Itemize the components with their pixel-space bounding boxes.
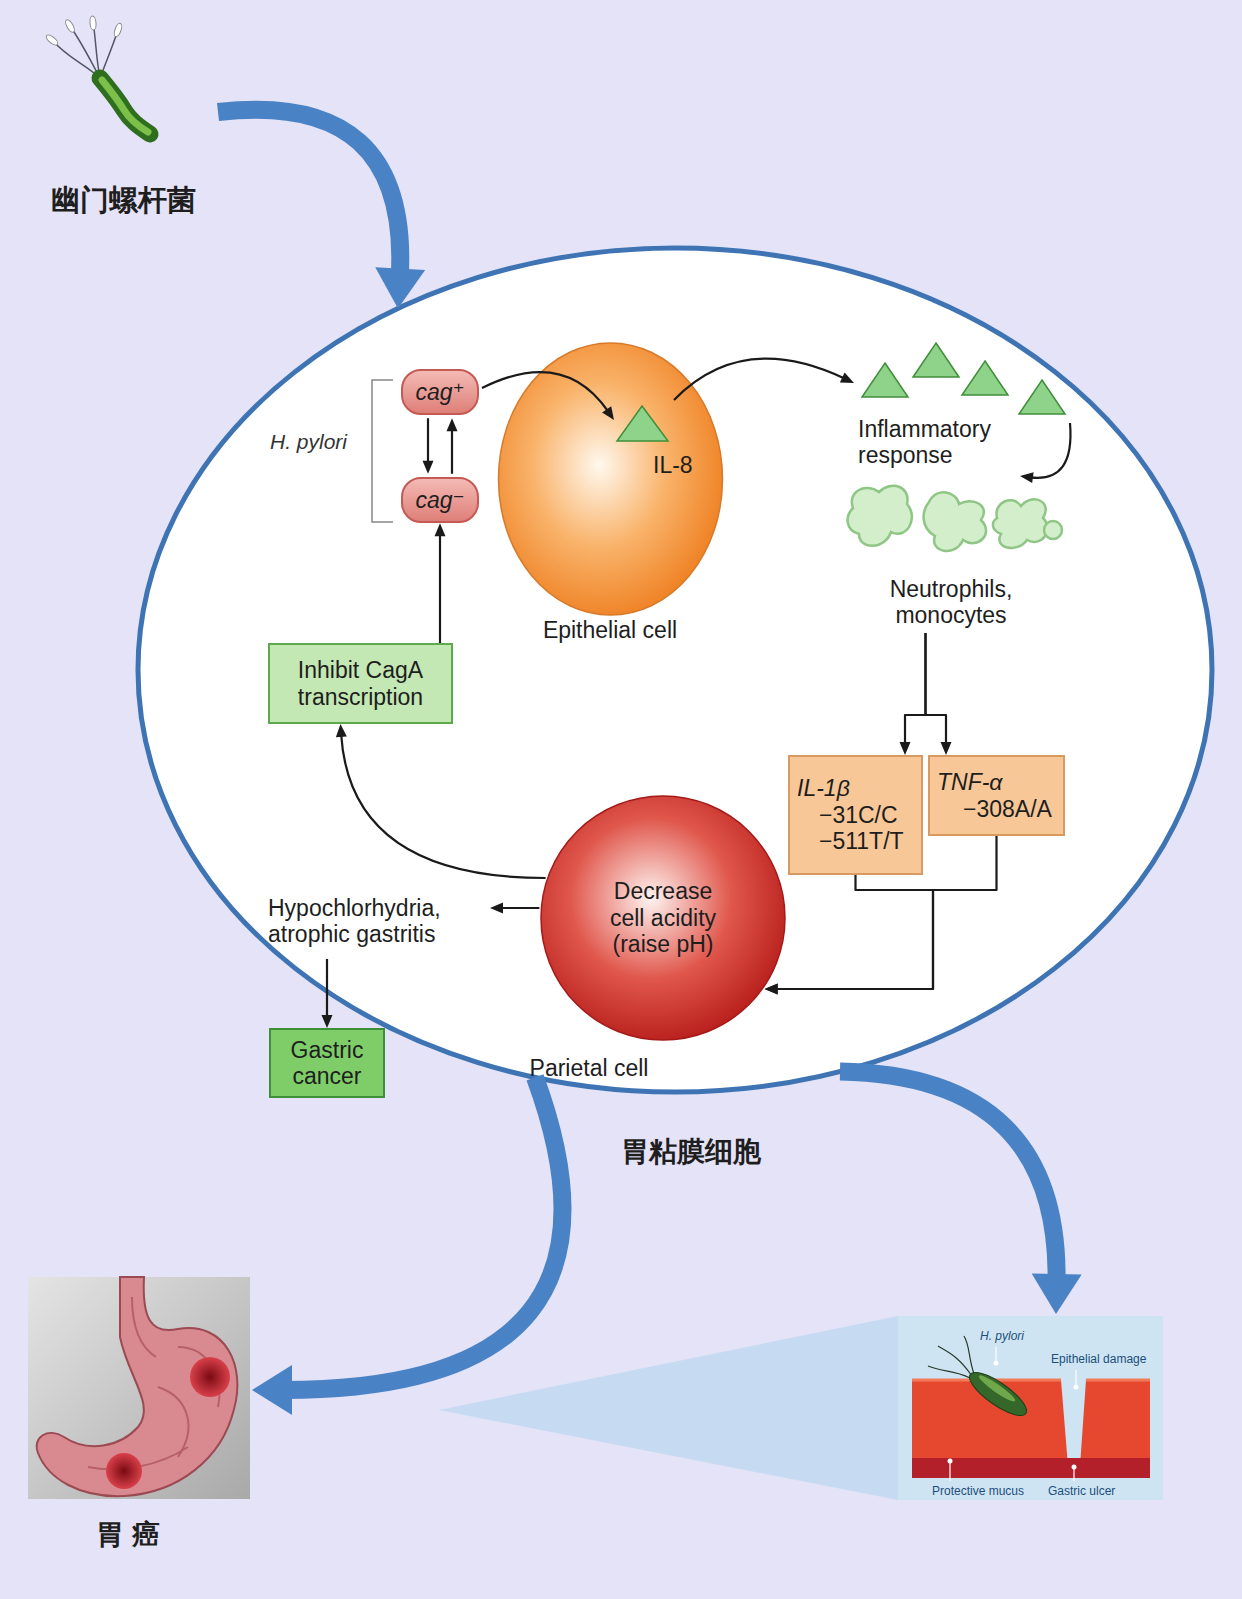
- illustration-part: [541, 796, 785, 1040]
- illustration-part: [617, 406, 668, 441]
- illustration-part: [950, 1347, 1076, 1481]
- mucosa-ellipse: 胃粘膜细胞cag⁺cag⁻Epithelial cellIL-8Inflamma…: [135, 245, 1215, 1095]
- box-text: cag⁺: [415, 379, 464, 405]
- illustration-part: [964, 1365, 1032, 1422]
- cell-label: Parietal cell: [530, 1055, 649, 1081]
- illustration-part: [948, 1459, 953, 1464]
- ulcer-figure: H. pyloriEpithelial damageProtective muc…: [898, 1316, 1163, 1500]
- illustration-part: [898, 1316, 1163, 1500]
- illustration-part: [113, 22, 123, 37]
- node-outline: [898, 1316, 1163, 1500]
- illustration-part: [1019, 380, 1065, 414]
- illustration-part: [912, 1380, 1150, 1478]
- flow-arrow: [218, 110, 425, 309]
- gene-box: TNF-α−308A/A: [928, 755, 1065, 836]
- illustration-part: [924, 492, 986, 551]
- connector-line: [451, 429, 453, 474]
- illustration-part: [64, 18, 76, 33]
- group-label: H. pylori: [270, 430, 347, 454]
- region-title: 胃粘膜细胞: [621, 1136, 761, 1168]
- illustration-part: [100, 78, 150, 134]
- illustration-part: [977, 1373, 1018, 1405]
- outcome-box: Gastric cancer: [269, 1028, 385, 1098]
- illustration-part: [993, 499, 1048, 548]
- label-text: Gastric ulcer: [1048, 1485, 1115, 1499]
- arrowhead: [322, 1015, 333, 1028]
- bacterium-figure: 幽门螺杆菌: [38, 18, 218, 228]
- box-text: −308A/A: [963, 796, 1052, 822]
- illustration-part: [848, 486, 1062, 551]
- flow-arrow: [252, 1077, 562, 1415]
- flow-arrow: [840, 1072, 1082, 1314]
- illustration-part: [499, 343, 723, 615]
- illustration-part: [37, 1277, 238, 1496]
- illustration-part: [994, 1361, 999, 1366]
- illustration-part: [1074, 1385, 1079, 1390]
- illustration-part: [912, 1379, 1150, 1382]
- connector-line: [284, 1077, 562, 1390]
- node-outline: [497, 342, 724, 617]
- box-text: −31C/C: [819, 802, 898, 828]
- illustration-part: [848, 486, 912, 546]
- illustration-part: [28, 1277, 250, 1499]
- illustration-part: [45, 33, 60, 47]
- box-text: Inhibit CagA transcription: [278, 657, 443, 710]
- process-box: Inhibit CagA transcription: [268, 643, 453, 724]
- label-text: H. pylori: [980, 1330, 1024, 1344]
- box-text: cag⁻: [415, 487, 464, 513]
- epithelial-cell: Epithelial cell IL-8: [497, 342, 724, 657]
- immune-cells: Neutrophils, monocytes: [845, 478, 1065, 633]
- figure-caption: 胃 癌: [96, 1519, 160, 1551]
- connector-line: [439, 534, 441, 643]
- label-text: Neutrophils, monocytes: [866, 576, 1036, 629]
- illustration-part: [913, 343, 959, 377]
- connector-line: [500, 907, 539, 909]
- box-text: IL-1β: [797, 775, 850, 801]
- box-text: Gastric cancer: [277, 1037, 377, 1090]
- box-text: TNF-α: [937, 769, 1003, 795]
- cytokine-triangle: IL-8: [612, 400, 712, 482]
- gene-box: IL-1β−31C/C−511T/T: [788, 755, 923, 875]
- illustration-part: [964, 1365, 1032, 1422]
- illustration-part: [862, 343, 1065, 414]
- connector-line: [840, 1072, 1057, 1282]
- illustration-part: [962, 361, 1008, 395]
- illustration-part: [912, 1458, 1150, 1478]
- gene-pill: cag⁻: [401, 477, 479, 523]
- illustration-part: [190, 1357, 230, 1397]
- connector-line: [218, 110, 400, 277]
- figure-caption: 幽门螺杆菌: [51, 184, 196, 217]
- illustration-part: [138, 248, 1212, 1092]
- label-text: Decrease cell acidity (raise pH): [596, 878, 731, 957]
- label-text: Protective mucus: [932, 1485, 1024, 1499]
- label-text: Inflammatory response: [858, 416, 1038, 469]
- illustration-part: [862, 363, 908, 397]
- illustration-part: [102, 80, 148, 132]
- inflammation-group: Inflammatory response: [858, 343, 1070, 473]
- cell-label: Epithelial cell: [543, 617, 677, 643]
- illustration-part: [928, 1336, 974, 1378]
- label-text: Hypochlorhydria, atrophic gastritis: [268, 895, 483, 948]
- illustration-part: [52, 22, 118, 78]
- gene-pill: cag⁺: [401, 369, 479, 415]
- illustration-part: [106, 1453, 142, 1489]
- arrowhead: [252, 1365, 292, 1415]
- arrowhead: [1032, 1274, 1082, 1314]
- stomach-figure: 胃 癌: [28, 1277, 250, 1555]
- label-text: IL-8: [653, 452, 693, 478]
- outcome-text: Hypochlorhydria, atrophic gastritis: [266, 893, 486, 957]
- connector-line: [326, 959, 328, 1018]
- parietal-cell: Decrease cell acidity (raise pH) Parietal…: [515, 794, 811, 1086]
- node-outline: [28, 1277, 250, 1499]
- label-text: Epithelial damage: [1051, 1353, 1146, 1367]
- box-text: −511T/T: [819, 828, 904, 854]
- illustration-part: [1072, 1465, 1077, 1470]
- illustration-part: [89, 16, 96, 30]
- connector-line: [427, 418, 429, 463]
- illustration-part: [1044, 521, 1062, 539]
- illustration-part: [948, 1361, 1079, 1470]
